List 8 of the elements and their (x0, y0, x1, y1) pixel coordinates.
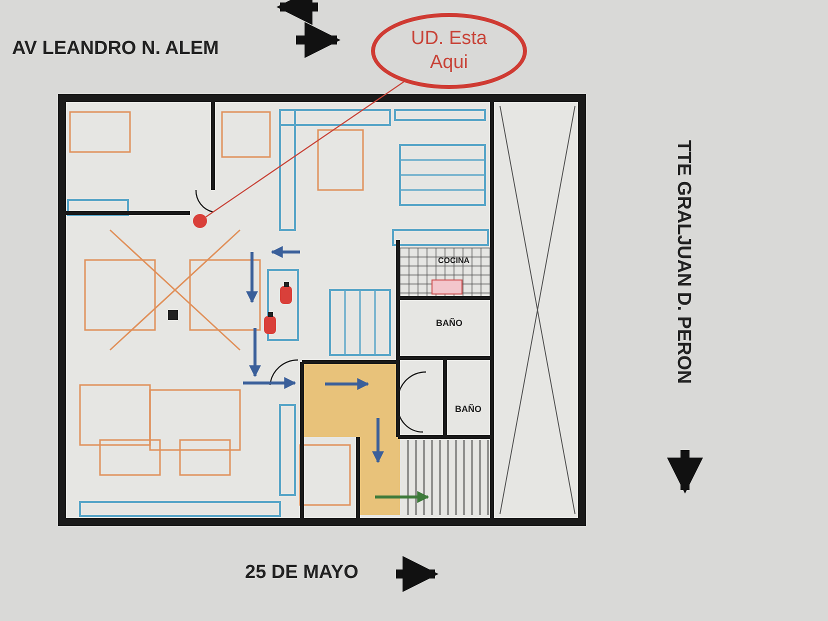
room-label: BAÑO (436, 318, 462, 328)
callout-ellipse (371, 13, 527, 89)
street-name: 25 DE MAYO (245, 562, 358, 584)
room-label: COCINA (438, 256, 470, 265)
callout-text: UD. Esta Aqui (410, 27, 488, 75)
room-label: BAÑO (455, 404, 482, 414)
street-name: AV LEANDRO N. ALEM (12, 38, 219, 60)
street-name: TTE GRALJUAN D. PERON (672, 140, 694, 384)
